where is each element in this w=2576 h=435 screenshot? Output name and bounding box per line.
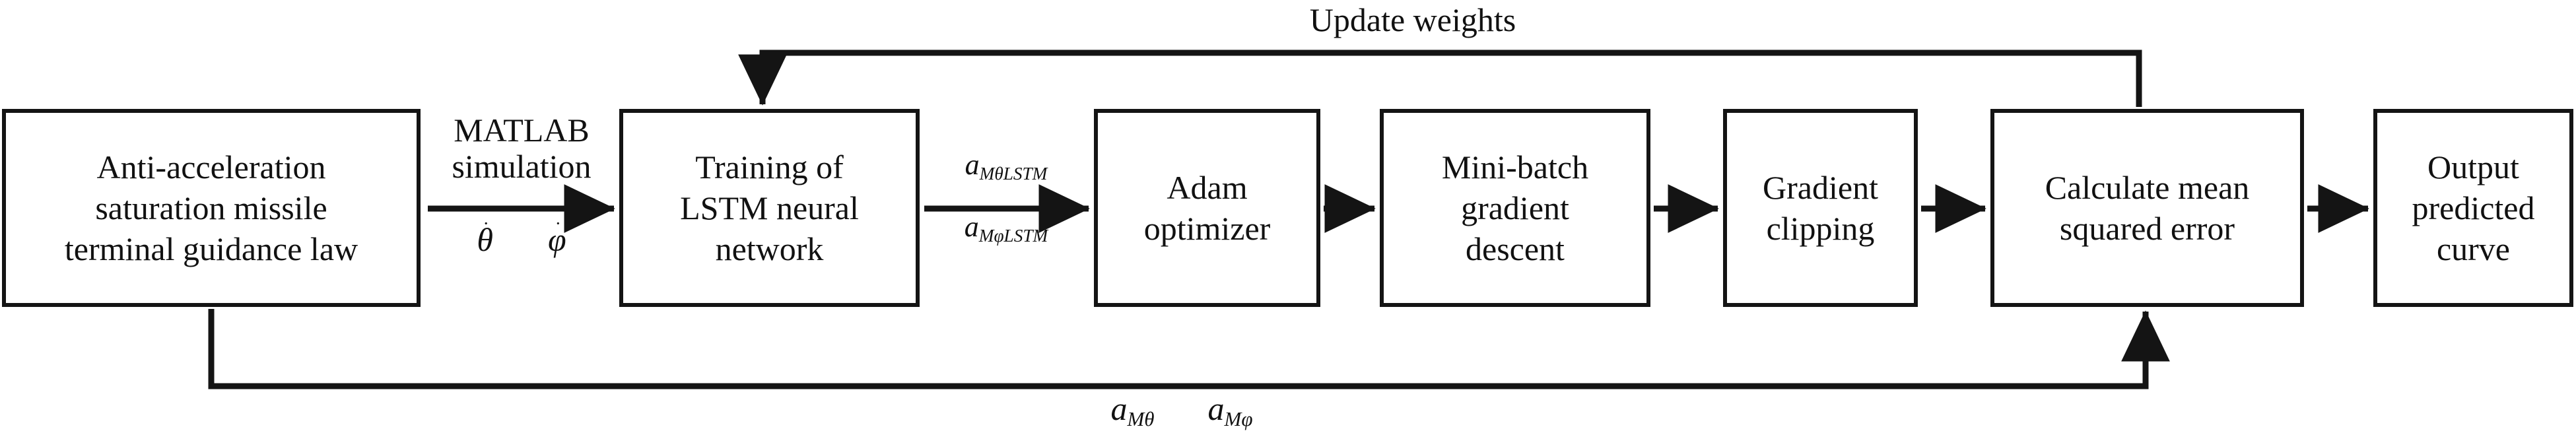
a-mphi-lstm-symbol: aMφLSTM bbox=[964, 211, 1048, 246]
node-guidance-law-label: Anti-acceleration saturation missile ter… bbox=[64, 149, 358, 267]
a-mphi-lstm-subscript: MφLSTM bbox=[978, 226, 1048, 246]
edge-label-matlab-simulation-text: MATLAB simulation bbox=[452, 112, 592, 185]
node-output-predicted-curve-label: Output predicted curve bbox=[2412, 149, 2535, 267]
node-gradient-clipping-label: Gradient clipping bbox=[1763, 169, 1878, 247]
theta-dot-accent: ˙ bbox=[483, 217, 490, 241]
a-glyph: a bbox=[965, 149, 980, 181]
phi-dot-symbol: ˙φ bbox=[547, 217, 566, 258]
a-mtheta-lstm-symbol: aMθLSTM bbox=[965, 149, 1048, 184]
a-mtheta-symbol: aMθ bbox=[1110, 390, 1155, 431]
connector-accel-feedback bbox=[208, 309, 2170, 389]
node-gradient-clipping[interactable]: Gradient clipping bbox=[1723, 109, 1918, 307]
phi-glyph: φ bbox=[547, 221, 566, 258]
node-lstm-training[interactable]: Training of LSTM neural network bbox=[619, 109, 920, 307]
a-glyph: a bbox=[1110, 390, 1128, 427]
a-glyph: a bbox=[1207, 390, 1225, 427]
node-lstm-training-label: Training of LSTM neural network bbox=[680, 149, 859, 267]
a-glyph: a bbox=[964, 211, 979, 243]
a-mphi-subscript: Mφ bbox=[1224, 407, 1253, 431]
a-mtheta-subscript: Mθ bbox=[1127, 407, 1155, 431]
node-minibatch-gradient-descent[interactable]: Mini-batch gradient descent bbox=[1380, 109, 1650, 307]
connector-update-weights-feedback bbox=[738, 50, 2142, 107]
edge-label-a-mphi-lstm: aMφLSTM bbox=[922, 211, 1091, 246]
edge-label-update-weights-text: Update weights bbox=[1309, 1, 1516, 38]
a-mphi-symbol: aMφ bbox=[1207, 390, 1253, 431]
node-calculate-mean-squared-error[interactable]: Calculate mean squared error bbox=[1990, 109, 2304, 307]
edge-label-a-mtheta-lstm: aMθLSTM bbox=[922, 149, 1091, 184]
edge-label-accel-feedback: aMθ aMφ bbox=[977, 390, 1386, 431]
node-output-predicted-curve[interactable]: Output predicted curve bbox=[2373, 109, 2573, 307]
edge-label-angular-rates: ˙θ ˙φ bbox=[425, 217, 618, 258]
node-adam-optimizer-label: Adam optimizer bbox=[1143, 169, 1271, 247]
phi-dot-accent: ˙ bbox=[555, 217, 562, 241]
node-calculate-mean-squared-error-label: Calculate mean squared error bbox=[2045, 169, 2250, 247]
edge-label-matlab-simulation: MATLAB simulation bbox=[425, 112, 618, 185]
theta-dot-symbol: ˙θ bbox=[477, 217, 501, 258]
edge-label-update-weights: Update weights bbox=[1162, 2, 1664, 38]
node-guidance-law[interactable]: Anti-acceleration saturation missile ter… bbox=[2, 109, 421, 307]
a-mtheta-lstm-subscript: MθLSTM bbox=[979, 164, 1048, 184]
node-adam-optimizer[interactable]: Adam optimizer bbox=[1094, 109, 1320, 307]
theta-glyph: θ bbox=[477, 221, 493, 258]
node-minibatch-gradient-descent-label: Mini-batch gradient descent bbox=[1441, 149, 1589, 267]
